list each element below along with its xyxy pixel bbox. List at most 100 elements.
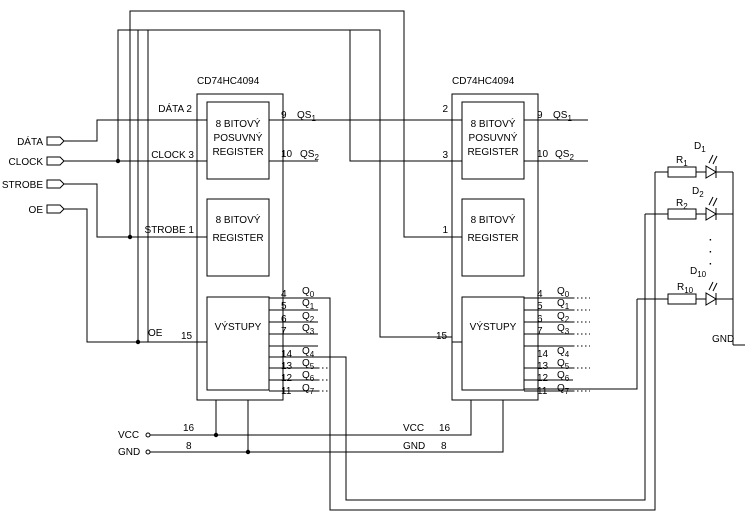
chip-1-q6-pin: 12 — [281, 373, 293, 384]
d2-label: D2 — [692, 186, 704, 199]
led-stages: R1 D1 R2 D2 · · · R10 D10 GND — [667, 141, 734, 345]
chip-1-q5-label: Q5 — [302, 358, 315, 371]
chip-1-pin-oe-name: OE — [148, 328, 163, 339]
r1-label: R1 — [676, 155, 688, 168]
chip-2-pin-data: 2 — [442, 104, 448, 115]
chip-2-title: CD74HC4094 — [452, 76, 515, 87]
chip-2-pin-clock: 3 — [442, 150, 448, 161]
gnd-terminal — [145, 449, 151, 455]
chip-1-pin-strobe: STROBE 1 — [145, 225, 195, 236]
chip-2-q2-label: Q2 — [557, 311, 570, 324]
chip-1-title: CD74HC4094 — [197, 76, 260, 87]
wire-chip2-q6 — [524, 299, 638, 390]
resistor-r2 — [667, 208, 697, 220]
wire-gnd — [150, 400, 504, 453]
chip-1-shift-line-2: POSUVNÝ — [214, 131, 263, 144]
chip-2-storage-line-2: REGISTER — [467, 233, 518, 244]
resistor-r10 — [667, 293, 697, 305]
chip-1-q0-pin: 4 — [281, 289, 287, 300]
input-connectors: DÁTA CLOCK STROBE OE — [2, 135, 65, 216]
junction-vcc — [213, 432, 219, 438]
chip-2-q0-label: Q0 — [557, 286, 570, 299]
chip-2-q3-pin: 7 — [537, 326, 543, 337]
chip-1-output-label: VÝSTUPY — [215, 320, 262, 333]
vcc-label: VCC — [118, 430, 139, 441]
chip-2-qs2-label: QS2 — [555, 149, 574, 162]
junction-strobe — [127, 234, 133, 240]
d10-label: D10 — [690, 266, 707, 279]
chip-2-shift-line-3: REGISTER — [467, 147, 518, 158]
chip-2-output-block — [461, 296, 525, 391]
chip-1-q3-label: Q3 — [302, 323, 315, 336]
chip-1-gnd-pin: 8 — [186, 441, 192, 452]
junction-oe — [135, 339, 141, 345]
input-connector-clock — [46, 156, 65, 166]
chip-1-q7-label: Q7 — [302, 383, 315, 396]
chip-1-shift-block — [206, 101, 270, 180]
chip-2: CD74HC4094 8 BITOVÝ POSUVNÝ REGISTER 8 B… — [436, 76, 590, 401]
chip-2-q7-pin: 11 — [537, 386, 548, 397]
chip-2-qs2-num: 10 — [537, 149, 549, 160]
chip-2-gnd-pin: 8 — [441, 441, 447, 452]
chip-1: CD74HC4094 8 BITOVÝ POSUVNÝ REGISTER 8 B… — [145, 76, 330, 401]
chip-2-q1-label: Q1 — [557, 298, 570, 311]
chip-1-pin-data: DÁTA 2 — [158, 102, 192, 115]
gnd-label: GND — [118, 447, 140, 458]
chip-1-q1-pin: 5 — [281, 301, 287, 312]
junction-clock — [115, 158, 121, 164]
wire-q4-loop — [269, 214, 646, 501]
chip-1-q0-label: Q0 — [302, 286, 315, 299]
chip-1-q6-label: Q6 — [302, 370, 315, 383]
wire-data — [64, 119, 207, 142]
chip-1-storage-line-2: REGISTER — [212, 233, 263, 244]
chip-1-storage-block — [206, 198, 270, 277]
chip-2-q3-label: Q3 — [557, 323, 570, 336]
chip-1-output-block — [206, 296, 270, 391]
junctions — [115, 158, 251, 455]
input-connector-strobe — [46, 179, 65, 189]
chip-1-vcc-pin: 16 — [183, 423, 195, 434]
chip-1-q2-pin: 6 — [281, 314, 287, 325]
chip-1-pin-oe-num: 15 — [181, 331, 193, 342]
chip-1-q4-pin: 14 — [281, 349, 293, 360]
chip-1-q4-label: Q4 — [302, 346, 315, 359]
chip-1-q2-label: Q2 — [302, 311, 315, 324]
chip-2-q4-pin: 14 — [537, 349, 549, 360]
led-d10-icon — [705, 281, 733, 306]
chip-1-qs1-num: 9 — [281, 110, 287, 121]
chip-1-q7-pin: 11 — [281, 386, 292, 397]
chip-2-vcc-label: VCC — [403, 423, 424, 434]
input-label-clock: CLOCK — [9, 157, 44, 168]
chip-2-qs1-num: 9 — [537, 110, 543, 121]
led-ellipsis-3: · — [709, 259, 712, 270]
chip-2-output-label: VÝSTUPY — [470, 320, 517, 333]
chip-2-gnd-label: GND — [403, 441, 425, 452]
wire-oe — [64, 208, 207, 343]
chip-1-shift-line-1: 8 BITOVÝ — [216, 117, 261, 130]
vcc-terminal — [145, 432, 151, 438]
chip-2-q2-pin: 6 — [537, 314, 543, 325]
chip-1-q5-pin: 13 — [281, 361, 293, 372]
led-d1-icon — [705, 154, 733, 179]
chip-1-qs2-num: 10 — [281, 149, 293, 160]
chip-2-shift-line-1: 8 BITOVÝ — [471, 117, 516, 130]
input-label-oe: OE — [29, 205, 44, 216]
chip-1-qs2-label: QS2 — [300, 149, 319, 162]
led-ellipsis-1: · — [709, 235, 712, 246]
junction-gnd — [245, 449, 251, 455]
wire-strobe-riser — [129, 10, 462, 238]
chip-1-shift-line-3: REGISTER — [212, 147, 263, 158]
wire-oe-to-chip2 — [147, 29, 380, 342]
chip-2-shift-line-2: POSUVNÝ — [469, 131, 518, 144]
chip-2-q4-label: Q4 — [557, 346, 570, 359]
gnd-right-label: GND — [712, 334, 734, 345]
chip-2-shift-block — [461, 101, 525, 180]
chip-1-qs1-label: QS1 — [297, 110, 316, 123]
chip-2-q6-label: Q6 — [557, 370, 570, 383]
r2-label: R2 — [676, 198, 688, 211]
led-ellipsis-2: · — [709, 247, 712, 258]
input-label-strobe: STROBE — [2, 180, 43, 191]
d1-label: D1 — [694, 141, 706, 154]
wires — [64, 10, 745, 511]
